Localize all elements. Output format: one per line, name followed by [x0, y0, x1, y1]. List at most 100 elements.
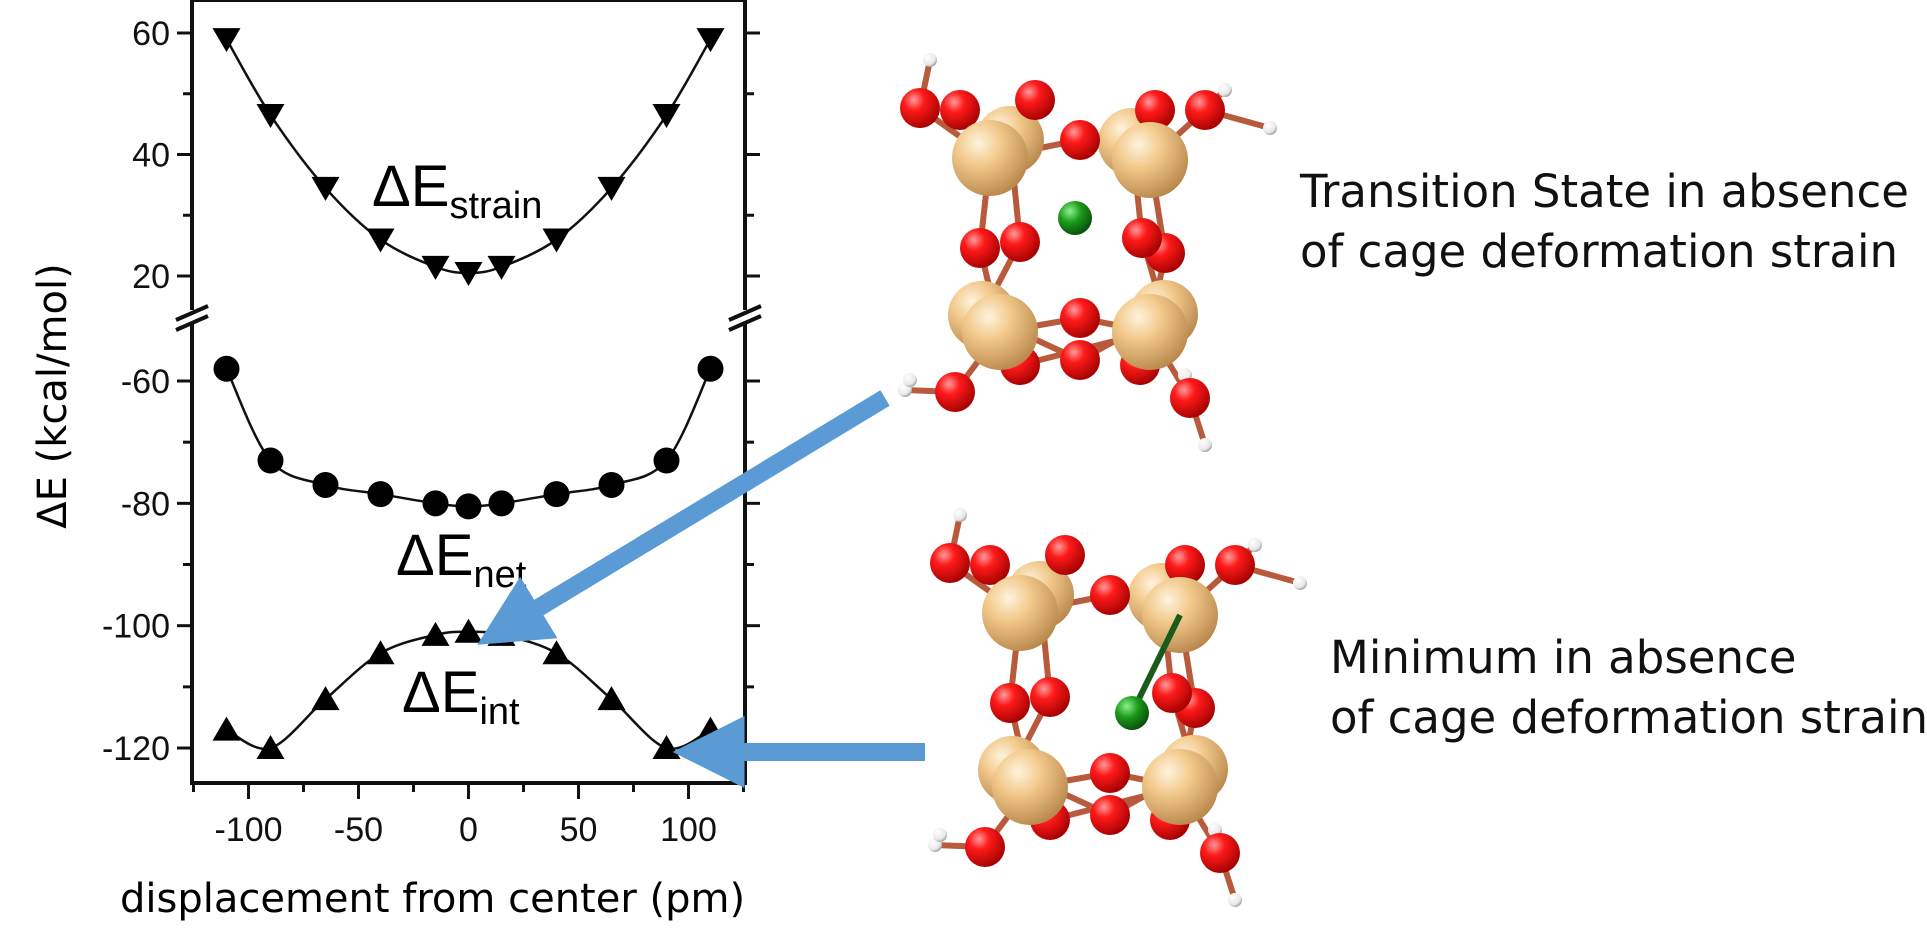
oxygen-atom [1215, 545, 1255, 585]
oxygen-atom [1185, 90, 1225, 130]
series-label-main: ΔE [402, 660, 479, 725]
x-axis-title: displacement from center (pm) [120, 876, 745, 922]
ts-to-chart-arrow [477, 390, 890, 645]
fit-curve-strain [225, 38, 712, 275]
data-point-strain [256, 104, 285, 129]
oxygen-atom [935, 372, 975, 412]
oxygen-atom [1122, 218, 1162, 258]
minimum-molecule [928, 508, 1307, 907]
series-label-net: ΔEnet [396, 523, 527, 596]
metal-atom [1112, 294, 1188, 370]
transition-state-molecule [898, 53, 1277, 452]
metal-atom [1112, 122, 1188, 198]
series-label-subscript: net [473, 554, 526, 596]
data-point-net [488, 490, 515, 517]
oxygen-atom [1090, 753, 1130, 793]
x-tick-label: 50 [560, 811, 598, 849]
hydrogen-atom [1263, 121, 1277, 135]
data-point-strain [421, 255, 450, 280]
data-point-strain [652, 104, 681, 129]
data-point-int [366, 640, 395, 665]
series-label-main: ΔE [372, 154, 449, 219]
bond [1129, 613, 1183, 715]
data-point-net [422, 490, 449, 517]
x-tick-label: 100 [660, 811, 717, 849]
y-axis-title: ΔE (kcal/mol) [30, 263, 76, 528]
oxygen-atom [1165, 545, 1205, 585]
data-point-int [652, 735, 681, 760]
oxygen-atom [1000, 222, 1040, 262]
data-point-strain [597, 176, 626, 201]
oxygen-atom [1200, 833, 1240, 873]
data-point-int [421, 621, 450, 646]
hydrogen-atom [1248, 538, 1262, 552]
hydrogen-atom [1218, 83, 1232, 97]
y-tick-label: -120 [102, 730, 170, 768]
transition-state-caption: Transition State in absence of cage defo… [1300, 165, 1909, 278]
hydrogen-atom [1228, 893, 1242, 907]
data-markers [212, 28, 725, 760]
data-point-net [213, 355, 240, 382]
axis-break-slash [175, 314, 209, 332]
series-label-int: ΔEint [402, 660, 520, 733]
metal-atom [962, 294, 1038, 370]
data-point-int [454, 618, 483, 643]
oxygen-atom [930, 543, 970, 583]
oxygen-atom [1135, 90, 1175, 130]
x-tick-label: 0 [459, 811, 478, 849]
axis-break-slash [728, 304, 762, 322]
series-label-subscript: int [479, 691, 520, 733]
oxygen-atom [1060, 120, 1100, 160]
data-point-int [256, 735, 285, 760]
series-label-strain: ΔEstrain [372, 154, 542, 227]
oxygen-atom [970, 545, 1010, 585]
data-point-int [311, 686, 340, 711]
data-point-int [542, 640, 571, 665]
hydrogen-atom [933, 828, 947, 842]
oxygen-atom [940, 90, 980, 130]
oxygen-atom [1045, 535, 1085, 575]
y-tick-label: -80 [121, 485, 170, 523]
oxygen-atom [1030, 677, 1070, 717]
data-point-net [257, 447, 284, 474]
data-point-net [598, 471, 625, 498]
y-tick-label: 20 [132, 258, 170, 296]
data-point-net [367, 481, 394, 508]
hydrogen-atom [903, 373, 917, 387]
x-tick-label: -100 [214, 811, 282, 849]
oxygen-atom [960, 228, 1000, 268]
oxygen-atom [900, 88, 940, 128]
oxygen-atom [1060, 298, 1100, 338]
hydrogen-atom [1198, 438, 1212, 452]
data-point-strain [454, 261, 483, 286]
data-point-int [212, 716, 241, 741]
data-point-strain [487, 255, 516, 280]
oxygen-atom [1060, 340, 1100, 380]
data-point-strain [696, 28, 725, 53]
pointer-arrows [477, 390, 925, 788]
data-point-int [696, 716, 725, 741]
series-label-main: ΔE [396, 523, 473, 588]
oxygen-atom [1090, 575, 1130, 615]
center-atom [1058, 201, 1092, 235]
metal-atom [1142, 749, 1218, 825]
y-tick-label: 60 [132, 15, 170, 53]
data-point-net [697, 355, 724, 382]
hydrogen-atom [953, 508, 967, 522]
oxygen-atom [1152, 673, 1192, 713]
minimum-caption: Minimum in absence of cage deformation s… [1330, 631, 1927, 744]
data-point-net [653, 447, 680, 474]
oxygen-atom [1170, 378, 1210, 418]
oxygen-atom [990, 683, 1030, 723]
data-point-net [543, 481, 570, 508]
axis-break-slash [175, 304, 209, 322]
oxygen-atom [1015, 80, 1055, 120]
oxygen-atom [1090, 795, 1130, 835]
fit-curve-net [225, 368, 712, 508]
data-point-strain [311, 176, 340, 201]
hydrogen-atom [1293, 576, 1307, 590]
data-point-net [312, 471, 339, 498]
y-tick-label: -60 [121, 363, 170, 401]
